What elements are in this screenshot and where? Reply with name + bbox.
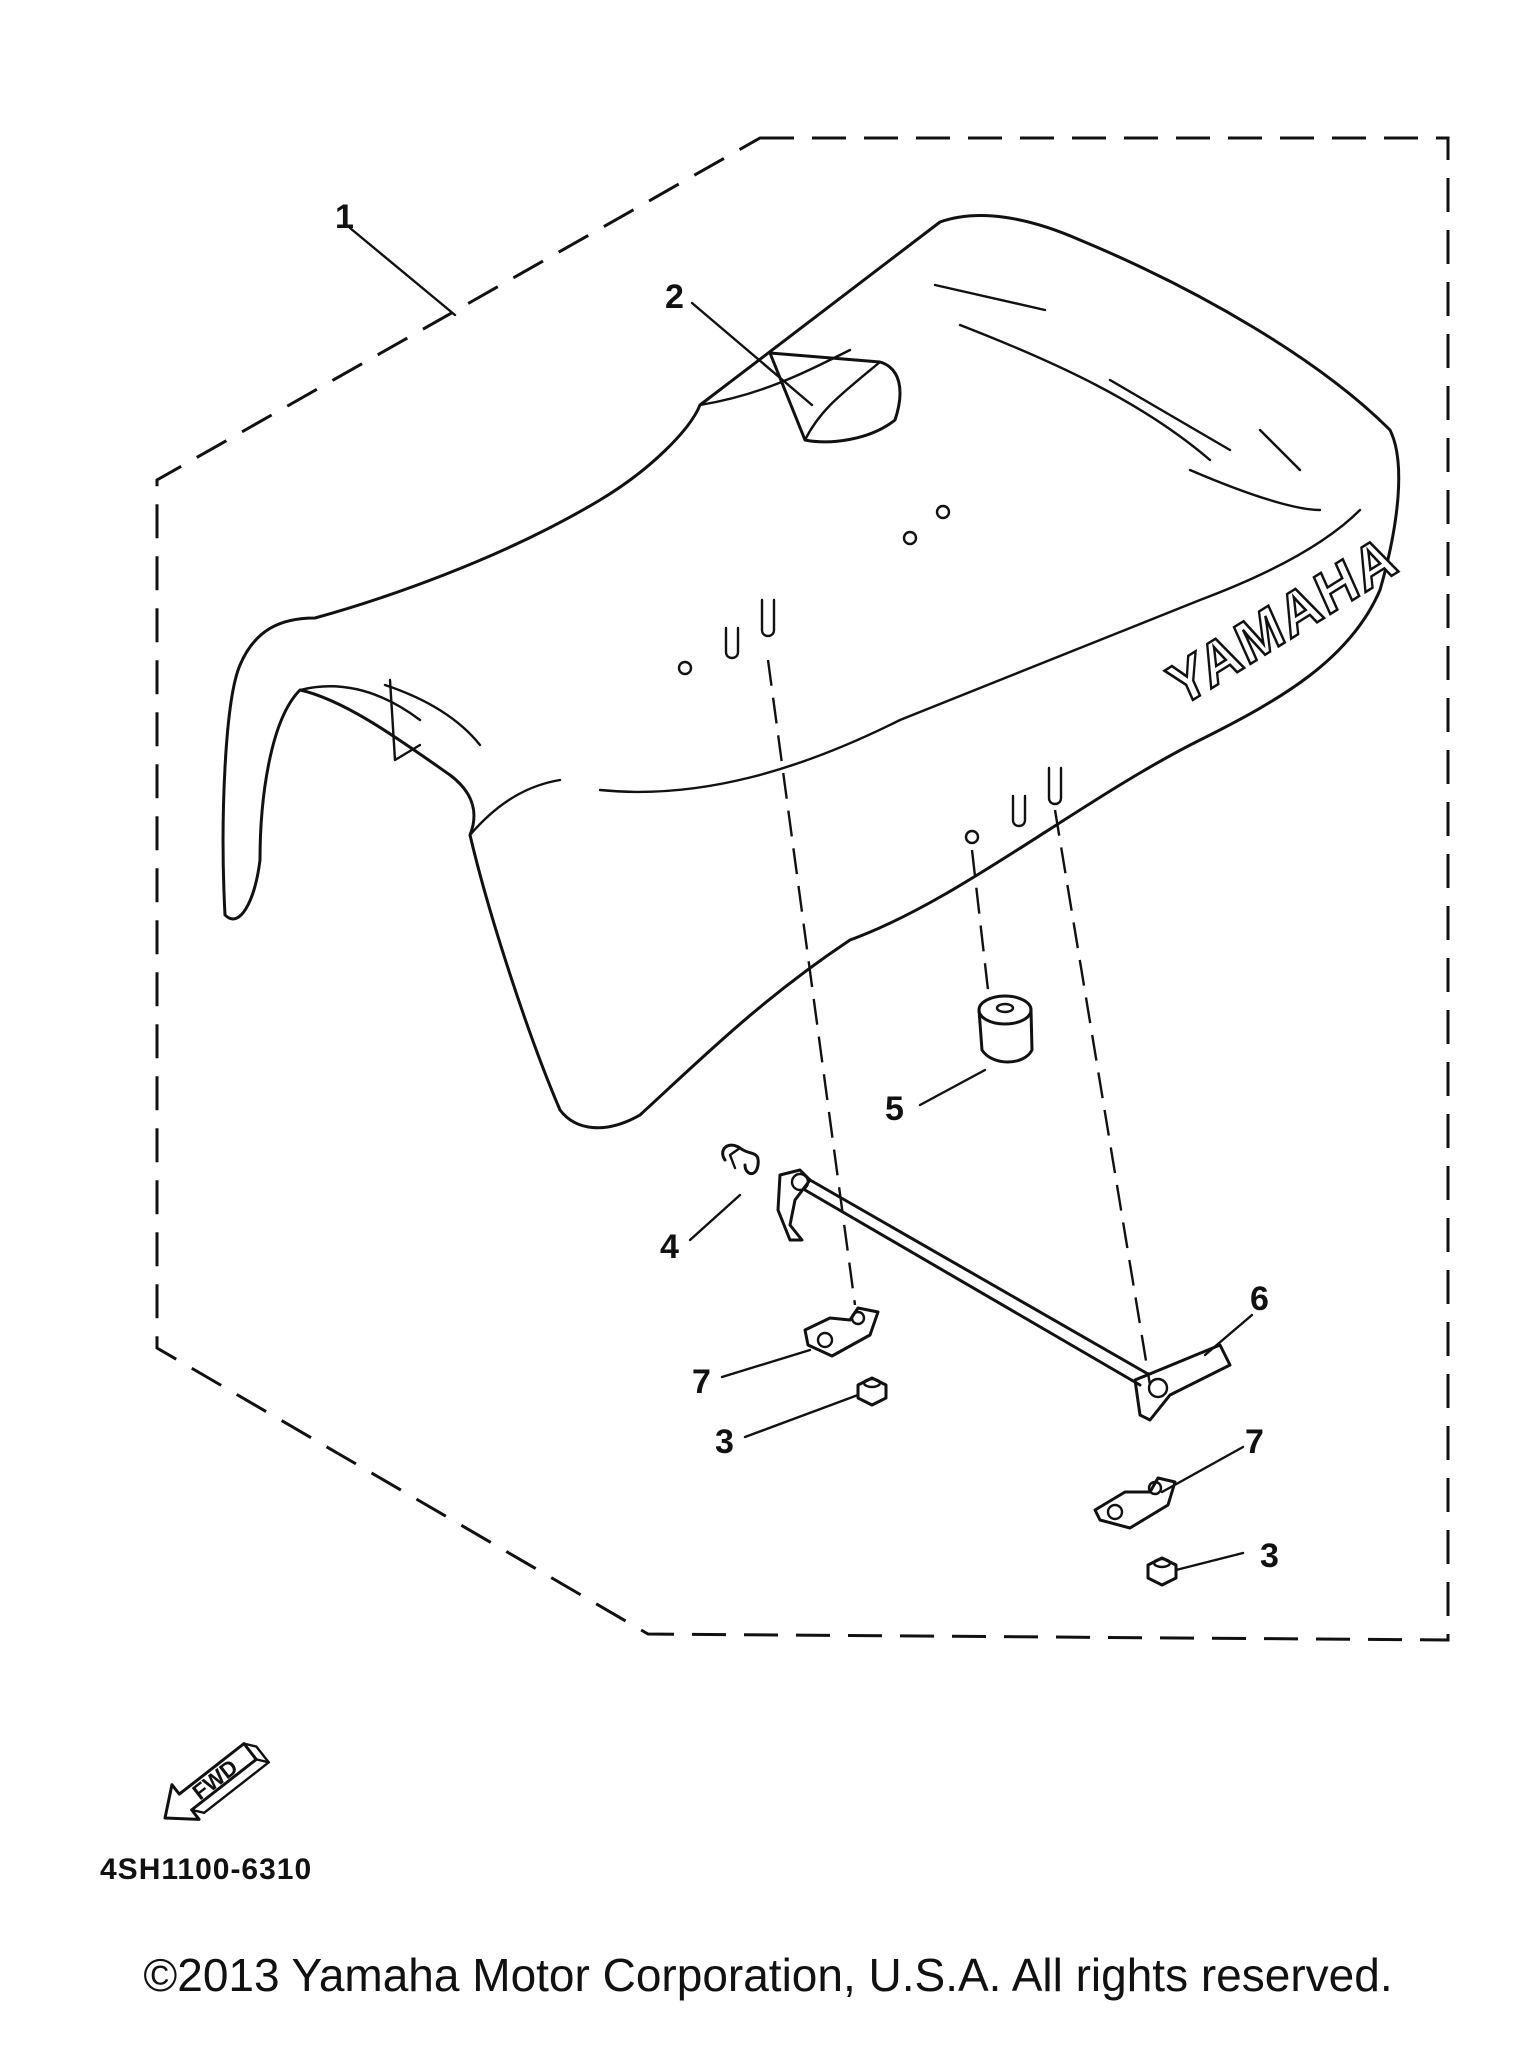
assembly-boundary: [155, 136, 1450, 1642]
callout-leader-7b: [1160, 1445, 1245, 1494]
callout-number-7b: 7: [1245, 1423, 1264, 1461]
diagram-part-code: 4SH1100-6310: [100, 1853, 313, 1886]
seat-assembly: YAMAHA: [221, 214, 1408, 1130]
callout-number-6: 6: [1250, 1280, 1269, 1318]
bracket-part-lower: [1093, 1476, 1177, 1530]
forward-arrow-icon: FWD: [163, 1742, 270, 1821]
callout-leader-6: [1203, 1313, 1254, 1357]
nut-part-lower: [1146, 1556, 1178, 1587]
leader-slot-left: [766, 659, 857, 1306]
callout-leader-3b: [1174, 1551, 1245, 1572]
copyright-notice: ©2013 Yamaha Motor Corporation, U.S.A. A…: [143, 1949, 1393, 2001]
callout-leader-2: [690, 301, 814, 407]
callout-number-2: 2: [665, 278, 684, 316]
callout-number-3a: 3: [715, 1423, 734, 1461]
callout-number-4: 4: [660, 1228, 679, 1266]
callout-leader-4: [688, 1193, 742, 1242]
leader-hole-to-damper: [970, 849, 990, 991]
damper-part: [977, 994, 1034, 1064]
forward-arrow-label: FWD: [188, 1754, 243, 1805]
callout-number-1: 1: [335, 198, 354, 236]
lock-rod-part: [776, 1168, 1232, 1422]
callout-leader-1: [348, 226, 457, 317]
leader-slot-right: [1053, 809, 1152, 1386]
callout-leader-5: [918, 1068, 987, 1107]
nut-part-upper: [856, 1376, 888, 1407]
callout-number-7a: 7: [692, 1363, 711, 1401]
callout-leader-7a: [720, 1348, 812, 1379]
callout-number-5: 5: [885, 1090, 904, 1128]
callout-number-3b: 3: [1260, 1537, 1279, 1575]
spring-part: [721, 1143, 760, 1176]
seat-logo: YAMAHA: [1159, 522, 1407, 720]
bracket-part-upper: [803, 1306, 880, 1358]
callout-leader-3a: [743, 1393, 860, 1439]
